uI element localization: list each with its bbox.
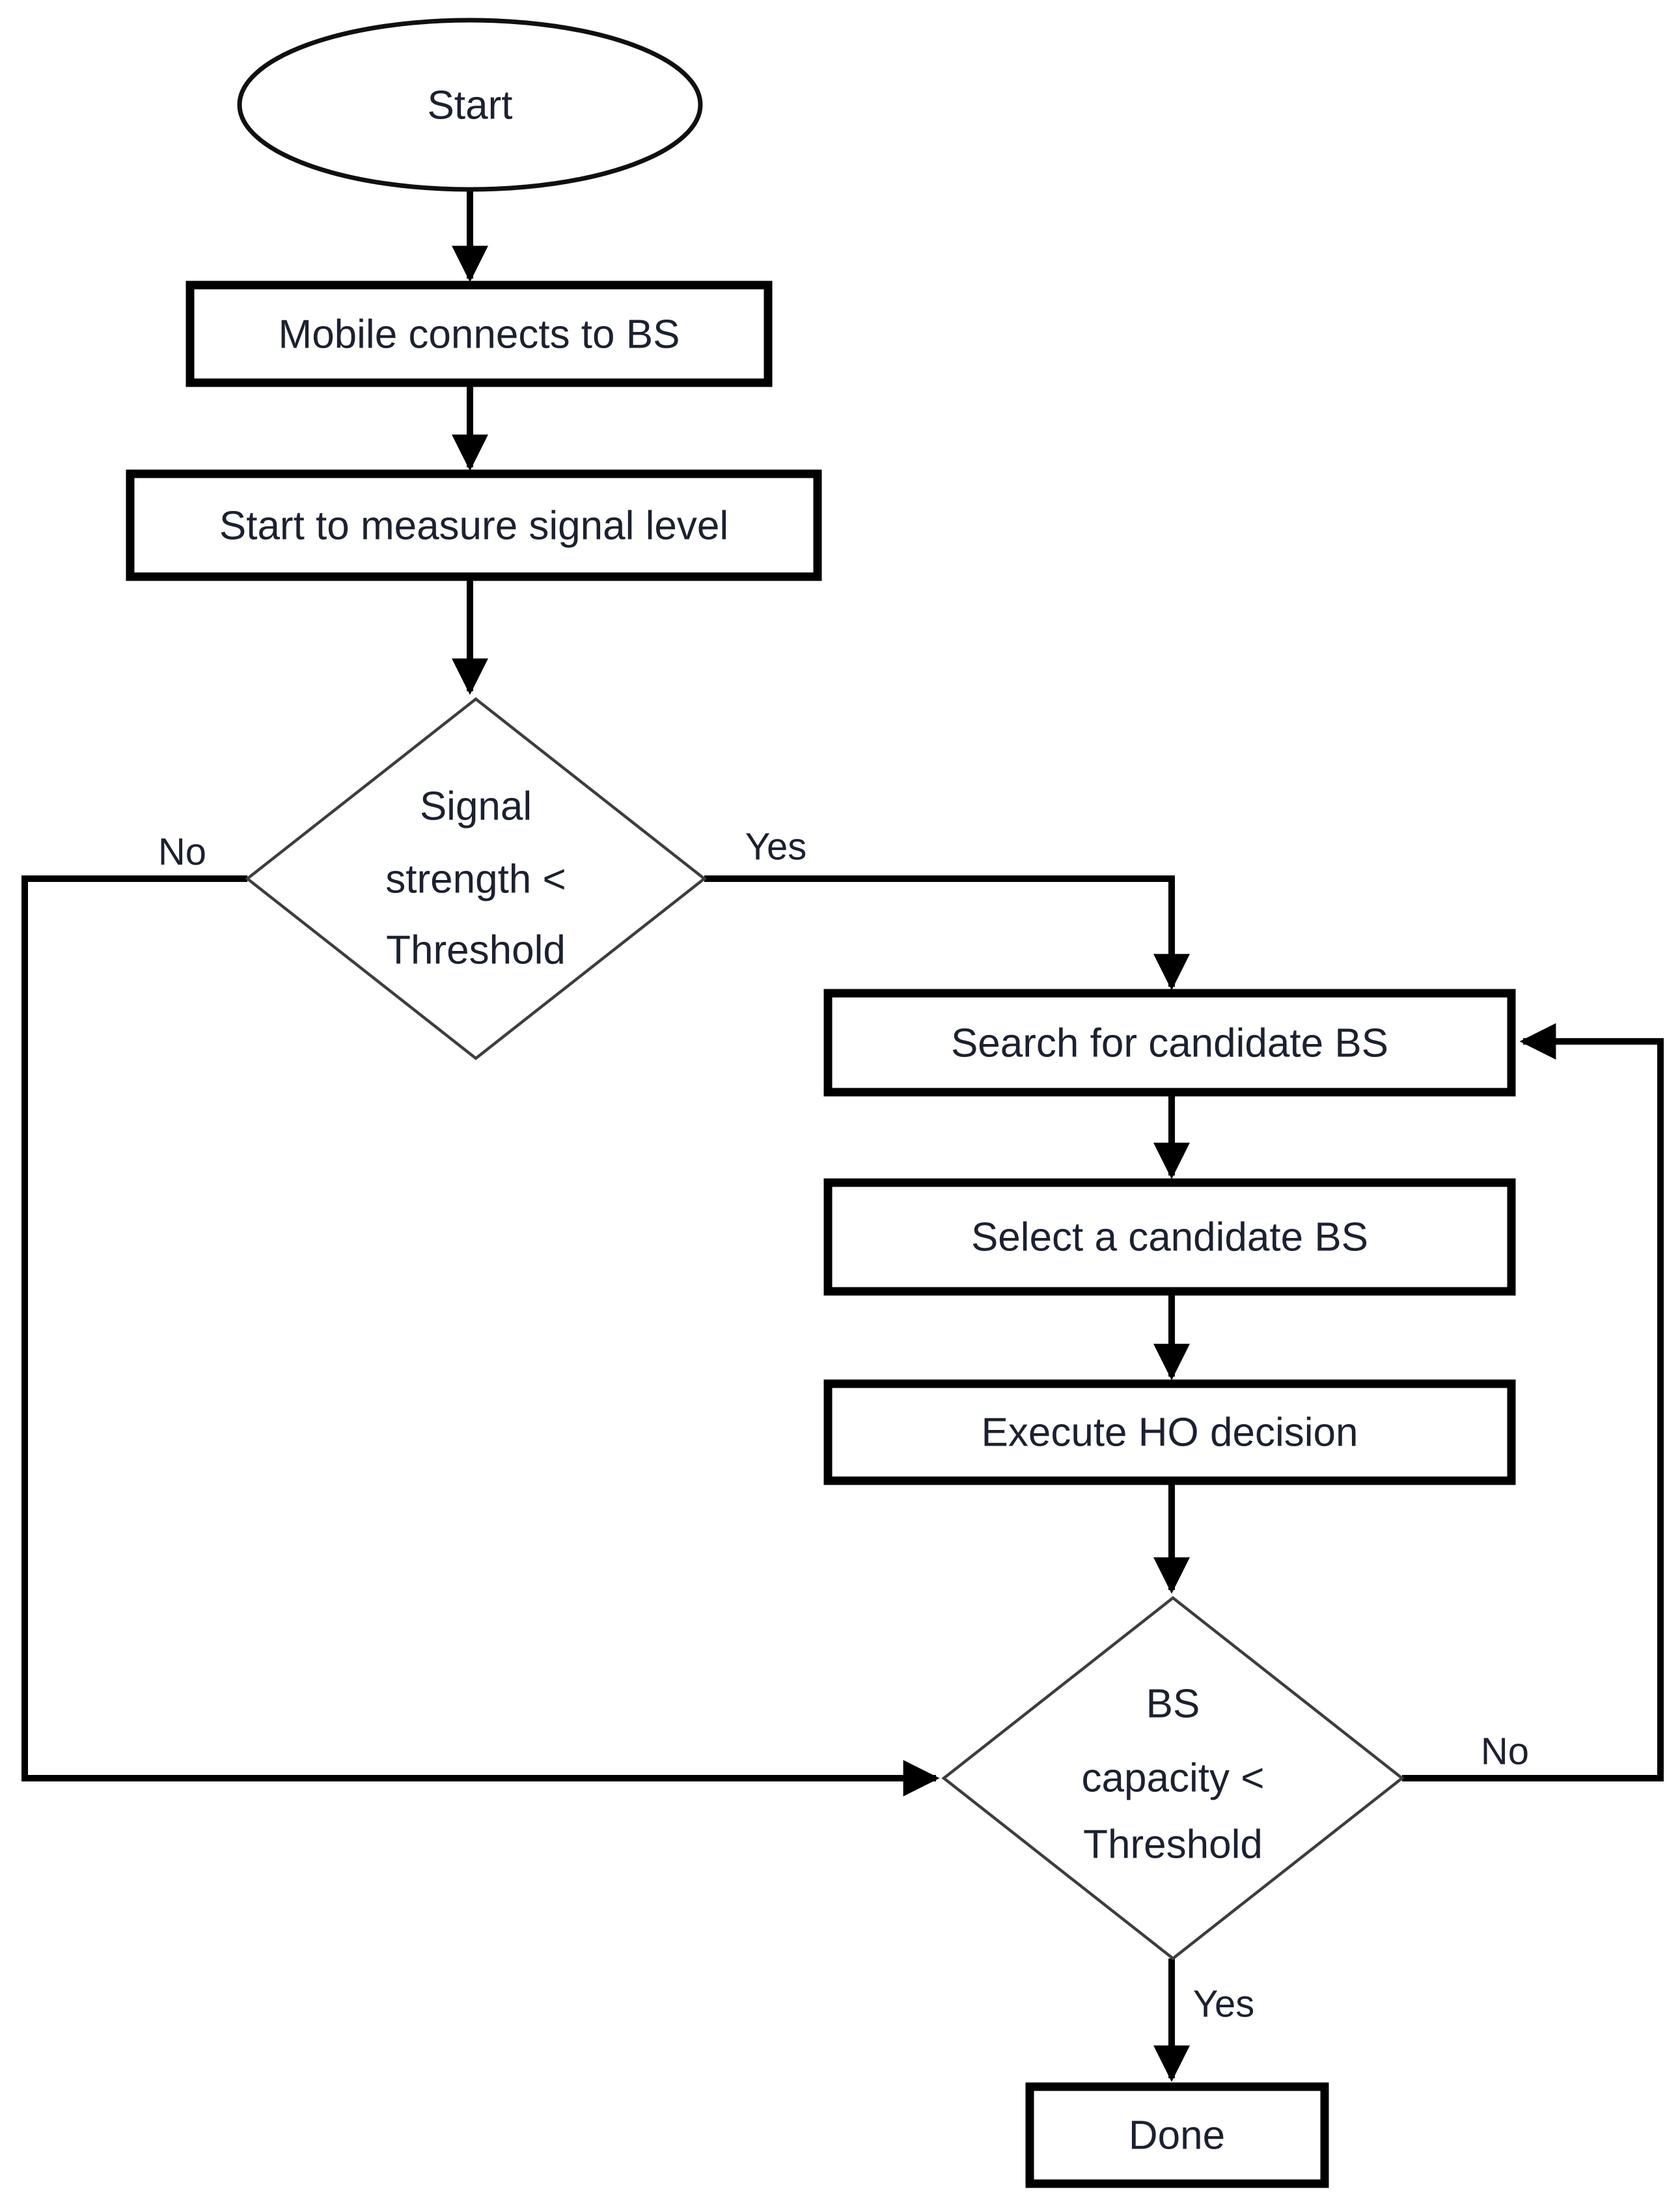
execute-ho-label: Execute HO decision (982, 1410, 1358, 1455)
signal-strength-line3: Threshold (386, 928, 566, 973)
node-signal-strength-decision: Signal strength < Threshold (245, 697, 707, 1060)
node-bs-capacity-decision: BS capacity < Threshold (941, 1596, 1405, 1960)
node-done: Done (1025, 2082, 1329, 2188)
signal-strength-diamond (245, 697, 707, 1060)
mobile-connects-box (186, 281, 773, 387)
select-candidate-box (823, 1178, 1516, 1296)
search-candidate-box (823, 989, 1516, 1097)
execute-ho-box (823, 1379, 1516, 1485)
node-start-terminator: Start (237, 18, 703, 192)
done-box (1025, 2082, 1329, 2188)
edge-label-capacity-yes: Yes (1193, 1983, 1255, 2025)
start-label: Start (428, 83, 513, 128)
signal-strength-line1: Signal (420, 784, 532, 829)
edge-label-signal-no: No (158, 831, 206, 873)
edge-signal-decision-yes (704, 875, 1190, 991)
start-ellipse (237, 18, 703, 192)
measure-signal-label: Start to measure signal level (219, 504, 728, 549)
done-label: Done (1129, 2113, 1225, 2158)
bs-capacity-line1: BS (1146, 1682, 1200, 1727)
node-mobile-connects: Mobile connects to BS (186, 281, 773, 387)
measure-signal-box (126, 469, 822, 581)
edge-label-capacity-no: No (1481, 1730, 1529, 1772)
edge-signal-decision-no (21, 875, 940, 1796)
edge-label-signal-yes: Yes (745, 825, 807, 868)
bs-capacity-line3: Threshold (1083, 1822, 1263, 1867)
select-candidate-label: Select a candidate BS (971, 1215, 1368, 1260)
node-execute-ho: Execute HO decision (823, 1379, 1516, 1485)
bs-capacity-diamond (941, 1596, 1405, 1960)
node-search-candidate: Search for candidate BS (823, 989, 1516, 1097)
node-select-candidate: Select a candidate BS (823, 1178, 1516, 1296)
mobile-connects-label: Mobile connects to BS (279, 312, 680, 357)
bs-capacity-line2: capacity < (1082, 1756, 1265, 1801)
edge-capacity-decision-no-loop (1402, 1023, 1664, 1781)
signal-strength-line2: strength < (385, 857, 566, 902)
node-measure-signal: Start to measure signal level (126, 469, 822, 581)
search-candidate-label: Search for candidate BS (951, 1021, 1388, 1066)
